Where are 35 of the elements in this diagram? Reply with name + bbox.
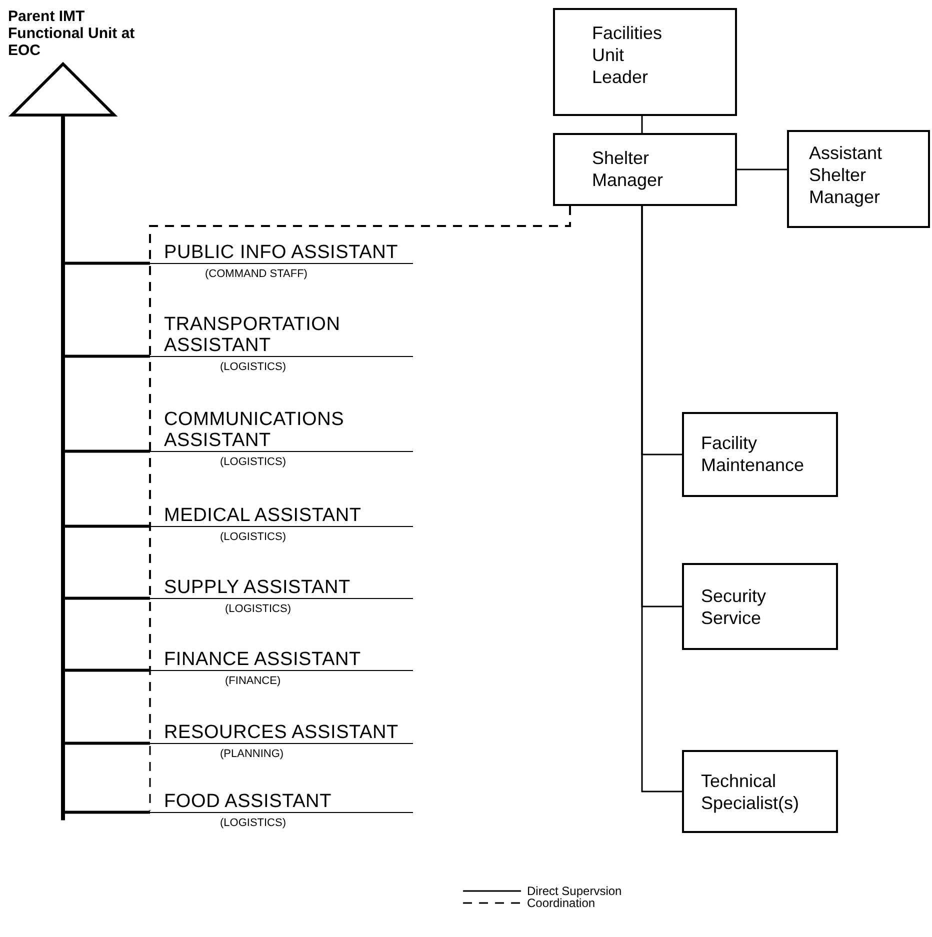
position-title: Shelter Manager [592, 147, 664, 191]
supervision-line [641, 206, 682, 792]
position-title: RESOURCES ASSISTANT [150, 722, 413, 744]
legend-label: Direct Supervsion [527, 885, 622, 897]
section-name: (LOGISTICS) [219, 530, 288, 544]
section-name: (LOGISTICS) [224, 602, 292, 616]
position-box [682, 563, 838, 650]
unit-heading: Parent IMT Functional Unit at EOC [8, 8, 136, 59]
legend-label: Coordination [527, 897, 596, 909]
position-title: SUPPLY ASSISTANT [150, 577, 413, 599]
position-box [553, 133, 737, 206]
position-title: Technical Specialist(s) [701, 770, 800, 814]
position-title: MEDICAL ASSISTANT [150, 505, 413, 527]
position-title: Security Service [701, 585, 768, 629]
position-title: Facilities Unit Leader [592, 22, 664, 88]
position-box [787, 130, 930, 228]
position-box [682, 412, 838, 497]
position-title: COMMUNICATIONS ASSISTANT [150, 409, 413, 452]
position-box [553, 8, 737, 116]
position-box [682, 750, 838, 833]
position-title: FOOD ASSISTANT [150, 791, 413, 813]
supervision-trunk-line [61, 116, 65, 820]
section-name: (FINANCE) [224, 674, 282, 688]
position-title: TRANSPORTATION ASSISTANT [150, 314, 413, 357]
supervision-line [641, 116, 643, 133]
position-title: Assistant Shelter Manager [809, 142, 884, 208]
position-title: FINANCE ASSISTANT [150, 649, 413, 671]
position-title: Facility Maintenance [701, 432, 806, 476]
section-name: (COMMAND STAFF) [204, 267, 308, 281]
supervision-line [737, 168, 787, 170]
section-name: (LOGISTICS) [219, 816, 288, 830]
position-title: PUBLIC INFO ASSISTANT [150, 242, 413, 264]
section-name: (LOGISTICS) [219, 360, 288, 374]
section-name: (LOGISTICS) [219, 455, 288, 469]
section-name: (PLANNING) [219, 747, 285, 761]
